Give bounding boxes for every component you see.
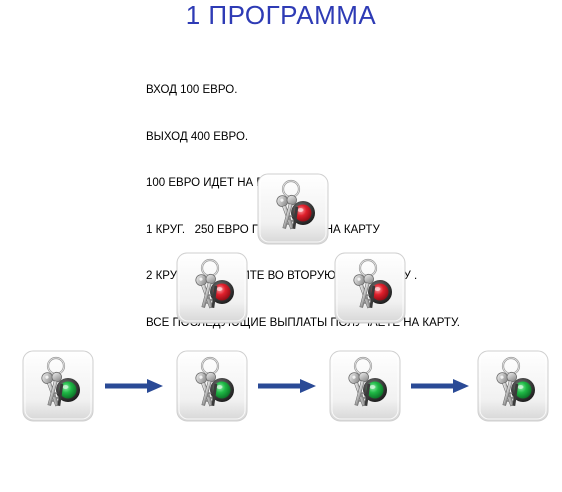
info-line-entry: ВХОД 100 ЕВРО.: [146, 84, 238, 96]
keys-green-button-icon: [329, 350, 401, 422]
arrow-right-icon: [258, 379, 316, 393]
arrow-right-icon: [105, 379, 163, 393]
keys-red-button-icon: [334, 252, 406, 324]
node-bottom-4: [477, 350, 549, 422]
info-line-exit: ВЫХОД 400 ЕВРО.: [146, 130, 249, 143]
node-bottom-1: [22, 350, 94, 422]
keys-green-button-icon: [477, 350, 549, 422]
node-mid-left: [176, 252, 248, 324]
arrow-right-icon: [411, 379, 469, 393]
keys-red-button-icon: [257, 173, 329, 245]
node-top: [257, 173, 329, 245]
keys-green-button-icon: [22, 350, 94, 422]
page-title: 1 ПРОГРАММА: [185, 0, 377, 30]
node-mid-right: [334, 252, 406, 324]
keys-red-button-icon: [176, 252, 248, 324]
keys-green-button-icon: [176, 350, 248, 422]
node-bottom-3: [329, 350, 401, 422]
node-bottom-2: [176, 350, 248, 422]
